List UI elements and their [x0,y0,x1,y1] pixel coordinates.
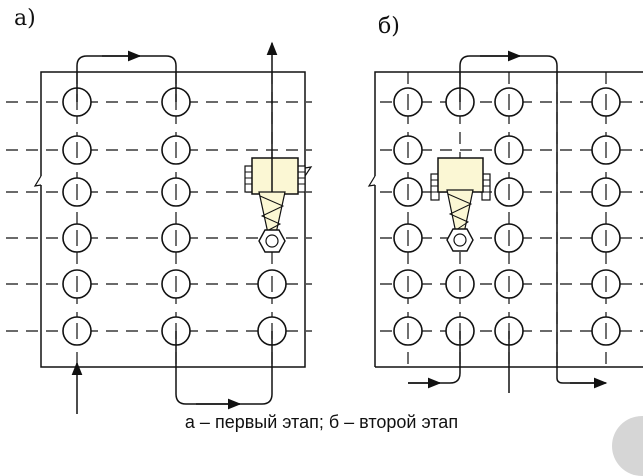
panel-b-machine-body [437,157,484,193]
panel-a-break-right [304,166,313,177]
panel-a-pile-marks [76,94,273,339]
panel-a-pile-driver [244,157,306,253]
panel-a-piles [62,87,287,346]
panel-b-path-top [459,55,600,384]
diagram-stage: а) б) а – первый этап; б – второй этап [6,6,643,476]
panel-a [6,41,313,414]
panel-a-label: а) [14,6,36,31]
figure-caption: а – первый этап; б – второй этап [184,412,459,432]
panel-b-pile-driver [430,157,491,252]
panel-a-grid-rows [6,101,312,332]
panel-b-path-bottom [408,331,461,384]
panel-a-machine-body [251,157,299,195]
panel-b-boundary [374,71,643,176]
panel-b-piles [393,87,621,346]
panel-b [367,50,643,393]
panel-a-path-top [76,55,177,102]
pile-driving-diagram [6,41,643,414]
panel-b-pile-marks [407,94,607,339]
panel-b-label: б) [378,14,400,39]
panel-b-break-left [367,175,376,187]
panel-a-break-left [33,175,42,187]
panel-a-boundary [40,71,306,368]
